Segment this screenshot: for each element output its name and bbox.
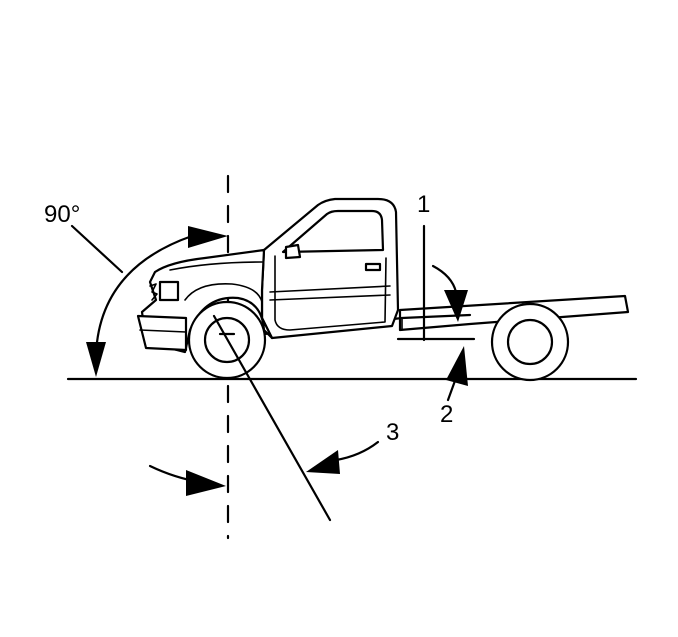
callout-1-label: 1 [417,191,430,218]
callout-3-label: 3 [386,419,399,446]
angle-label: 90° [44,201,80,228]
inclined-reference-line [212,314,332,522]
callout-2-indicator [446,346,468,402]
callout-2-label: 2 [440,401,453,428]
rear-wheel [490,302,570,382]
lower-angle-indicator [148,464,226,496]
callout-1-indicator [431,264,468,322]
callout-3-indicator [306,440,380,474]
angle-90-indicator [70,224,228,377]
